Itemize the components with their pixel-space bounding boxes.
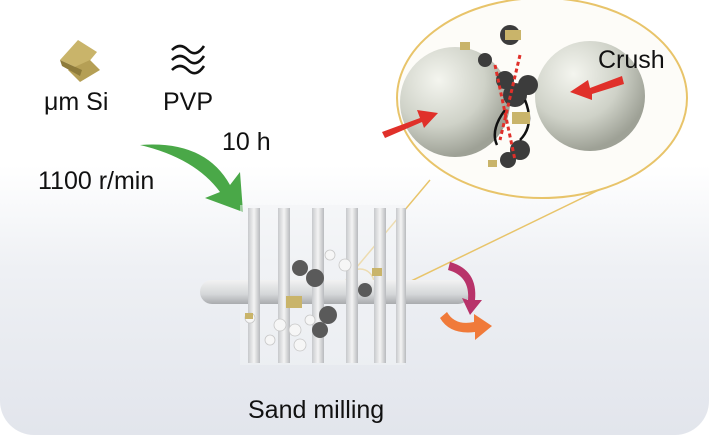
sand-mill bbox=[200, 205, 470, 365]
process-arrow-icon bbox=[140, 144, 243, 212]
pvp-polymer-icon bbox=[171, 44, 206, 75]
process-label: Sand milling bbox=[248, 396, 385, 424]
milling-bead bbox=[400, 47, 510, 157]
magnified-crush-view bbox=[382, 0, 688, 199]
rotation-arrow-icon bbox=[448, 262, 482, 315]
silicon-label: μm Si bbox=[44, 88, 109, 116]
rotation-arrow-icon bbox=[440, 312, 492, 340]
speed-label: 1100 r/min bbox=[38, 167, 155, 195]
pvp-label: PVP bbox=[163, 88, 214, 116]
silicon-particle-icon bbox=[60, 40, 100, 82]
time-label: 10 h bbox=[222, 128, 271, 156]
crush-arrow-icon bbox=[382, 110, 438, 138]
crush-label: Crush bbox=[598, 46, 665, 74]
crush-arrow-icon bbox=[570, 76, 624, 100]
